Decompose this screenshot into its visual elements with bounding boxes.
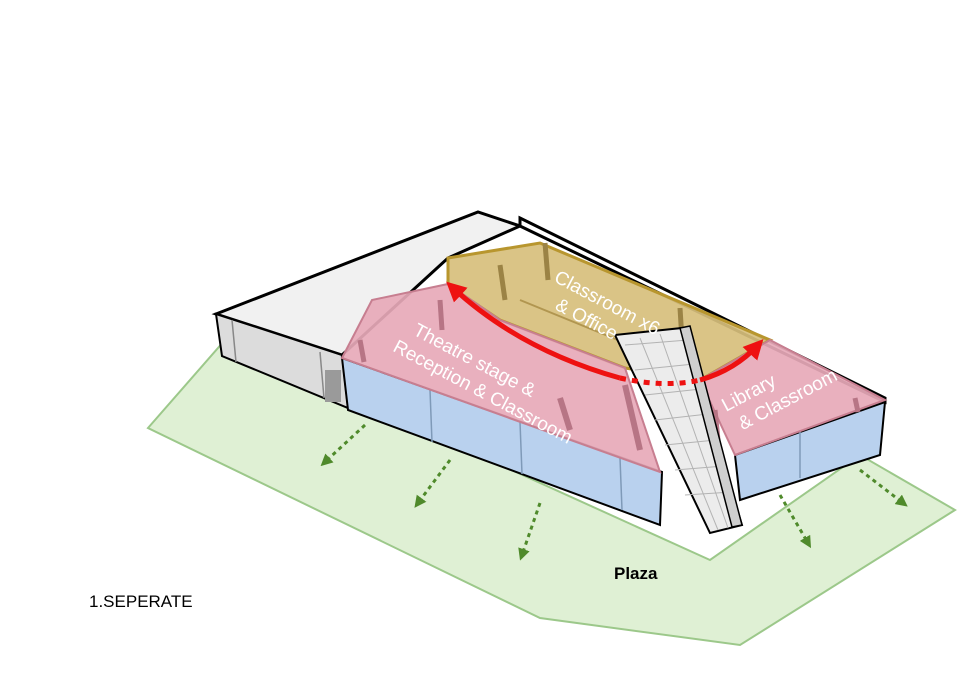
library-column — [852, 397, 861, 413]
classroom-column — [497, 264, 508, 301]
theatre-column — [557, 397, 573, 431]
flow-arrow — [859, 468, 908, 507]
theatre-column — [437, 299, 445, 331]
grey-building-edge — [319, 351, 325, 399]
flow-arrow — [320, 423, 367, 467]
classroom-wall — [519, 299, 631, 346]
theatre-zone — [340, 282, 662, 474]
flow-arrow — [518, 502, 542, 561]
ground-floor-mullion — [619, 457, 623, 511]
grey-building-window — [325, 370, 341, 402]
grey-building-edge — [231, 319, 237, 363]
connection-arrow — [446, 281, 621, 381]
ground-floor-mullion — [429, 389, 433, 443]
connection-arrow-dotted — [619, 375, 701, 387]
flow-arrow — [778, 494, 812, 549]
diagram-caption: 1.SEPERATE — [89, 592, 193, 611]
flow-arrow — [414, 459, 452, 508]
theatre-column — [357, 339, 367, 363]
connection-arrow-end — [699, 339, 764, 383]
plaza-label: Plaza — [614, 564, 658, 583]
escalator-rail — [679, 325, 743, 528]
escalator-steps — [624, 333, 733, 531]
ground-floor-mullion — [519, 421, 523, 475]
flow-arrows — [320, 423, 908, 561]
theatre-column — [622, 384, 643, 451]
ground-floor-band-right — [733, 400, 887, 502]
classroom-column — [542, 242, 551, 281]
